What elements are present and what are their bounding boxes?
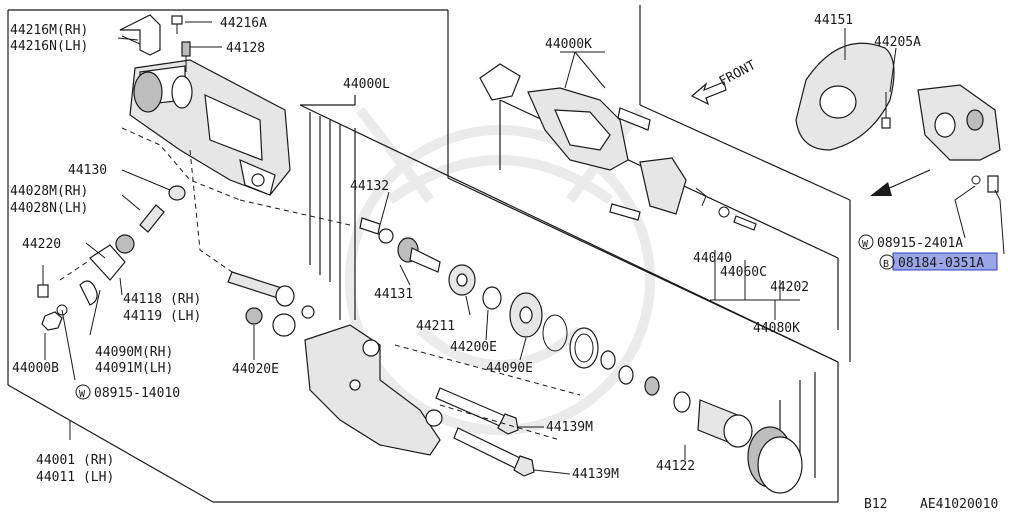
label-44216M: 44216M(RH)	[10, 23, 88, 38]
support-bracket-44001	[304, 324, 443, 456]
label-44139M-upper: 44139M	[546, 420, 593, 435]
label-44028N: 44028N(LH)	[10, 201, 88, 216]
label-08184-0351A[interactable]: 08184-0351A	[898, 256, 984, 271]
plate-44118	[89, 234, 135, 281]
label-44151: 44151	[814, 13, 853, 28]
label-44040: 44040	[693, 251, 732, 266]
sleeve-44132	[359, 217, 394, 244]
label-44205A: 44205A	[874, 35, 921, 50]
front-label: FRONT	[717, 58, 759, 90]
anti-squeal-shim	[639, 157, 687, 215]
footer-page: B12	[864, 497, 887, 510]
label-44091M: 44091M(LH)	[95, 361, 173, 376]
shim-left	[479, 63, 521, 101]
bolt-symbol-b1	[879, 254, 895, 270]
footer-code: AE41020010	[920, 497, 998, 510]
direction-arrow	[870, 169, 931, 196]
pin-44028M	[139, 204, 165, 233]
label-08915-2401A: 08915-2401A	[877, 236, 963, 251]
label-44028M: 44028M(RH)	[10, 184, 88, 199]
brake-pad-44000K	[527, 87, 629, 171]
label-44131: 44131	[374, 287, 413, 302]
snap-ring	[542, 314, 568, 352]
nut-44000B	[41, 304, 68, 331]
label-44130: 44130	[68, 163, 107, 178]
label-44060C: 44060C	[720, 265, 767, 280]
seal-44200E	[482, 286, 502, 310]
frame-caliper-assembly	[7, 9, 838, 503]
piston-44131	[397, 237, 441, 273]
label-44119: 44119 (LH)	[123, 309, 201, 324]
boot-44211	[448, 264, 476, 296]
piston-44122	[600, 350, 753, 448]
label-44211: 44211	[416, 319, 455, 334]
label-44202: 44202	[770, 280, 809, 295]
front-arrow: FRONT	[690, 58, 759, 106]
guide-pin-44020E	[227, 271, 315, 337]
bolt-08184	[987, 175, 999, 193]
bleeder-44128	[181, 41, 191, 72]
label-44000B: 44000B	[12, 361, 59, 376]
bolt-44220	[37, 265, 49, 298]
label-44080K: 44080K	[753, 321, 800, 336]
bolt-44205A	[881, 92, 891, 129]
label-44220: 44220	[22, 237, 61, 252]
boot-44090E	[509, 292, 543, 338]
label-44000K: 44000K	[545, 37, 592, 52]
bolt-44216A	[171, 15, 183, 34]
label-44139M-lower: 44139M	[572, 467, 619, 482]
selected-part-highlight	[892, 252, 998, 271]
washer-symbol-w2	[858, 234, 874, 250]
label-44001: 44001 (RH)	[36, 453, 114, 468]
label-44132: 44132	[350, 179, 389, 194]
bracket-44216	[117, 14, 161, 56]
dust-boot-44122	[747, 426, 803, 494]
label-44118: 44118 (RH)	[123, 292, 201, 307]
leader-lines	[44, 21, 1005, 475]
caliper-assembly-right	[917, 84, 1001, 161]
symbol-w1-letter: W	[79, 389, 86, 400]
caliper-body	[129, 59, 291, 196]
dust-shield-44151	[795, 42, 895, 151]
washer-08915	[971, 175, 981, 185]
label-44216N: 44216N(LH)	[10, 39, 88, 54]
alignment-dashes	[59, 127, 581, 441]
label-44020E: 44020E	[232, 362, 279, 377]
part-labels: 44216M(RH) 44216N(LH) 44216A 44128 44130…	[10, 13, 998, 512]
cap-44130	[168, 185, 186, 201]
washer-symbol-w1	[75, 384, 91, 400]
label-08915-14010: 08915-14010	[94, 386, 180, 401]
label-44011: 44011 (LH)	[36, 470, 114, 485]
pad-clip	[609, 203, 641, 221]
pin-44040	[695, 187, 757, 231]
label-44216A: 44216A	[220, 16, 267, 31]
label-44000L: 44000L	[343, 77, 390, 92]
spring-44090M	[79, 280, 98, 306]
label-44128: 44128	[226, 41, 265, 56]
symbol-w2-letter: W	[862, 239, 869, 250]
label-44122: 44122	[656, 459, 695, 474]
label-44090M: 44090M(RH)	[95, 345, 173, 360]
piston-seal	[569, 327, 599, 369]
symbol-b1-letter: B	[883, 259, 889, 270]
label-44200E: 44200E	[450, 340, 497, 355]
guide-bolt-44139M-lower	[453, 427, 535, 477]
shim-right	[617, 107, 651, 131]
guide-bolt-44139M-upper	[435, 387, 519, 435]
label-44090E: 44090E	[486, 361, 533, 376]
